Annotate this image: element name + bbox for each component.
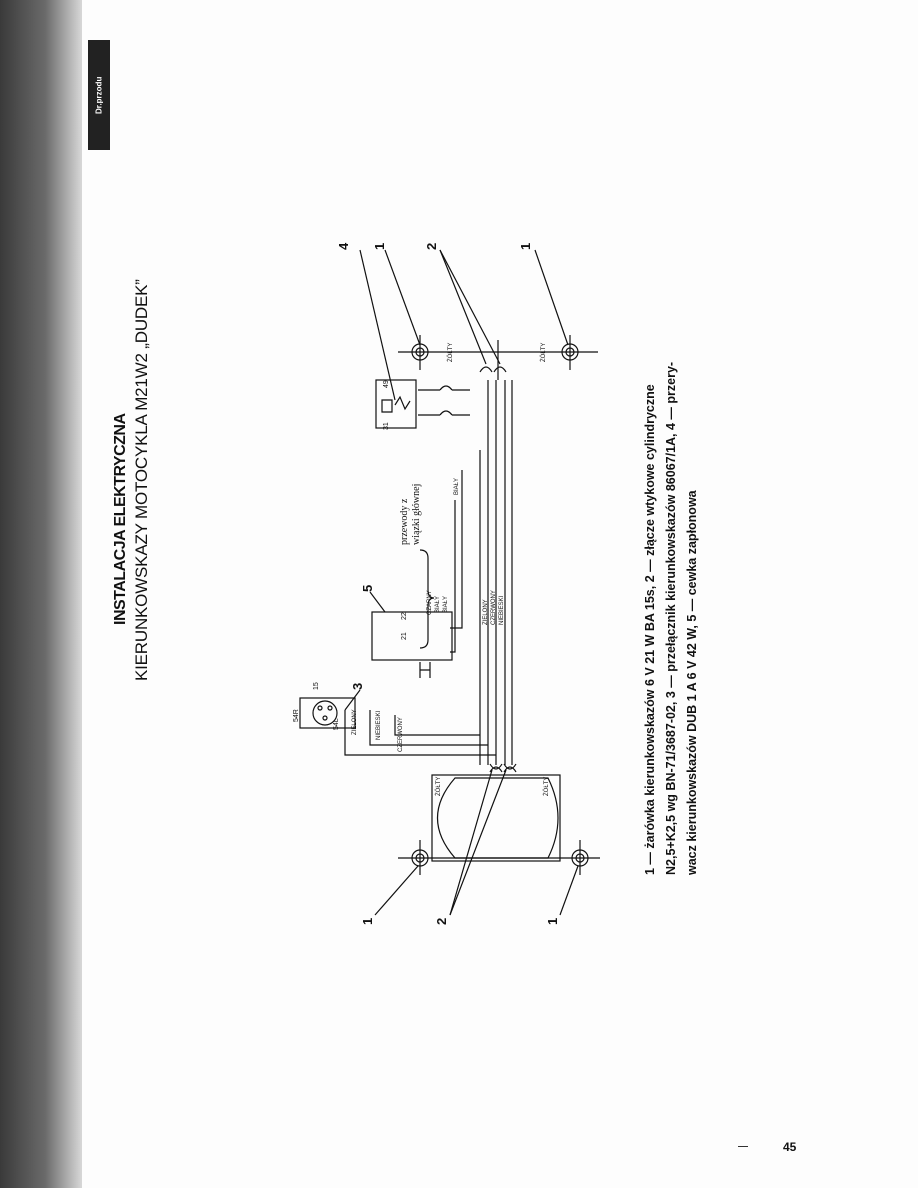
wire-label-zolty-fr: ŻÓŁTY: [543, 777, 550, 796]
wire-label-niebieski-main: NIEBIESKI: [499, 595, 505, 625]
caption-line-3: wacz kierunkowskazów DUB 1 A 6 V 42 W, 5…: [685, 490, 699, 875]
turn-switch-knob: [312, 700, 338, 726]
callout-lamp-right-bottom: 1: [518, 243, 533, 250]
ignition-coil-box: [371, 611, 453, 661]
wire-label-zielony: ZIELONY: [352, 709, 358, 735]
harness-note-line1: przewody z: [399, 498, 410, 545]
wire-label-bialy-main: BIAŁY: [454, 478, 460, 495]
wire-label-zolty-rl: ŻÓŁTY: [447, 343, 454, 362]
wire-label-czarny: CZARNY: [427, 590, 433, 615]
wire-label-zolty-fl: ŻÓŁTY: [435, 777, 442, 796]
terminal-31: 31: [383, 422, 390, 430]
terminal-54r: 54R: [293, 709, 300, 722]
flasher-box: [375, 379, 417, 429]
terminal-49: 49: [383, 380, 390, 388]
turn-switch-box: [299, 697, 356, 729]
wire-label-czerwony: CZERWONY: [398, 717, 404, 752]
wire-label-czerwony-main: CZERWONY: [491, 590, 497, 625]
page-number: 45: [783, 1140, 797, 1154]
terminal-22: 22: [401, 612, 408, 620]
wire-label-niebieski: NIEBIESKI: [376, 710, 382, 740]
terminal-labels: 54L 54R 15 21 22 49 31: [293, 380, 408, 730]
bulb-right-bottom-icon: [561, 343, 579, 361]
terminal-21: 21: [401, 632, 408, 640]
callout-lamp-left-bottom: 1: [545, 918, 560, 925]
caption-line-2: N2,5+K2,5 wg BN-71/3687-02, 3 — przełącz…: [664, 361, 678, 875]
wire-labels: CZERWONY NIEBIESKI ZIELONY CZARNY BIAŁY …: [352, 343, 550, 796]
terminal-54l: 54L: [333, 718, 340, 730]
bulb-left-bottom-icon: [571, 849, 589, 867]
callout-lamp-right-top: 1: [372, 243, 387, 250]
document-page: [82, 0, 918, 1188]
wire-label-zielony-main: ZIELONY: [483, 599, 489, 625]
figure-caption: 1 — żarówka kierunkowskazów 6 V 21 W BA …: [640, 362, 703, 875]
wire-label-zolty-rr: ŻÓŁTY: [540, 343, 547, 362]
callout-connector-left: 2: [434, 918, 449, 925]
wire-label-bialy-2: BIAŁY: [443, 596, 449, 613]
callout-connector-right: 2: [424, 243, 439, 250]
footer-dash: [738, 1146, 748, 1147]
bulb-left-top-icon: [411, 849, 429, 867]
front-lamp-housing: [431, 774, 561, 862]
terminal-15: 15: [313, 682, 320, 690]
callout-lamp-left-top: 1: [360, 918, 375, 925]
wire-label-bialy: BIAŁY: [435, 596, 441, 613]
callout-numbers: 1 2 1 3 5 4 1 2 1: [336, 242, 560, 925]
callout-flasher: 4: [336, 242, 351, 250]
callout-switch: 3: [350, 683, 365, 690]
caption-line-1: 1 — żarówka kierunkowskazów 6 V 21 W BA …: [643, 384, 657, 875]
scanned-page-edge: [0, 0, 82, 1188]
callout-coil: 5: [360, 585, 375, 592]
harness-note-line2: wiązki głównej: [411, 484, 422, 545]
